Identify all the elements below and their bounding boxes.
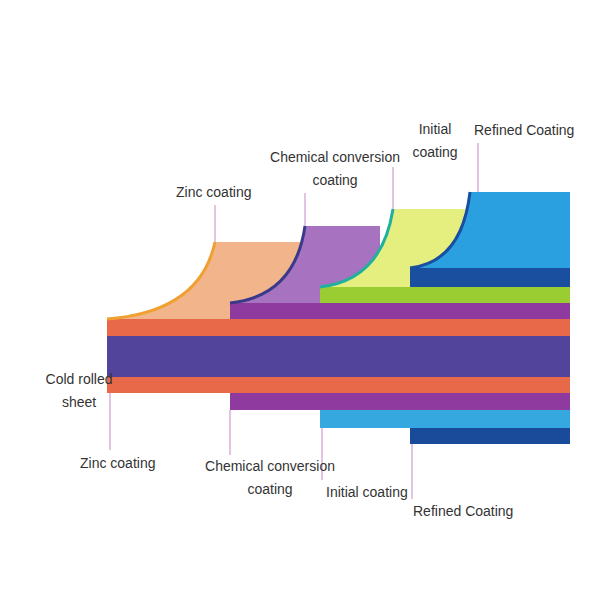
steel-core xyxy=(107,336,570,377)
layer-label: Initial coating xyxy=(326,481,408,504)
layer-label: Chemical conversion coating xyxy=(265,146,405,192)
zinc-band xyxy=(107,319,570,336)
leader-lines xyxy=(110,143,478,499)
initial-edge xyxy=(320,209,393,287)
conversion-band xyxy=(230,303,570,319)
layer-label: Zinc coating xyxy=(176,181,251,204)
refined-band xyxy=(410,268,570,287)
refined-flare xyxy=(410,192,570,268)
layer-label: Initial coating xyxy=(400,118,470,164)
refined-edge xyxy=(410,192,470,268)
layer-label: Cold rolled sheet xyxy=(38,368,120,414)
zinc-band xyxy=(107,377,570,393)
conversion-edge xyxy=(230,226,305,303)
layer-label: Refined Coating xyxy=(413,500,513,523)
zinc-edge xyxy=(107,242,215,319)
conversion-band xyxy=(230,393,570,410)
layer-label: Refined Coating xyxy=(474,119,574,142)
layer-label: Zinc coating xyxy=(80,452,155,475)
initial-band xyxy=(320,410,570,428)
initial-band xyxy=(320,287,570,303)
refined-band xyxy=(410,428,570,444)
layer-label: Chemical conversion coating xyxy=(200,455,340,501)
